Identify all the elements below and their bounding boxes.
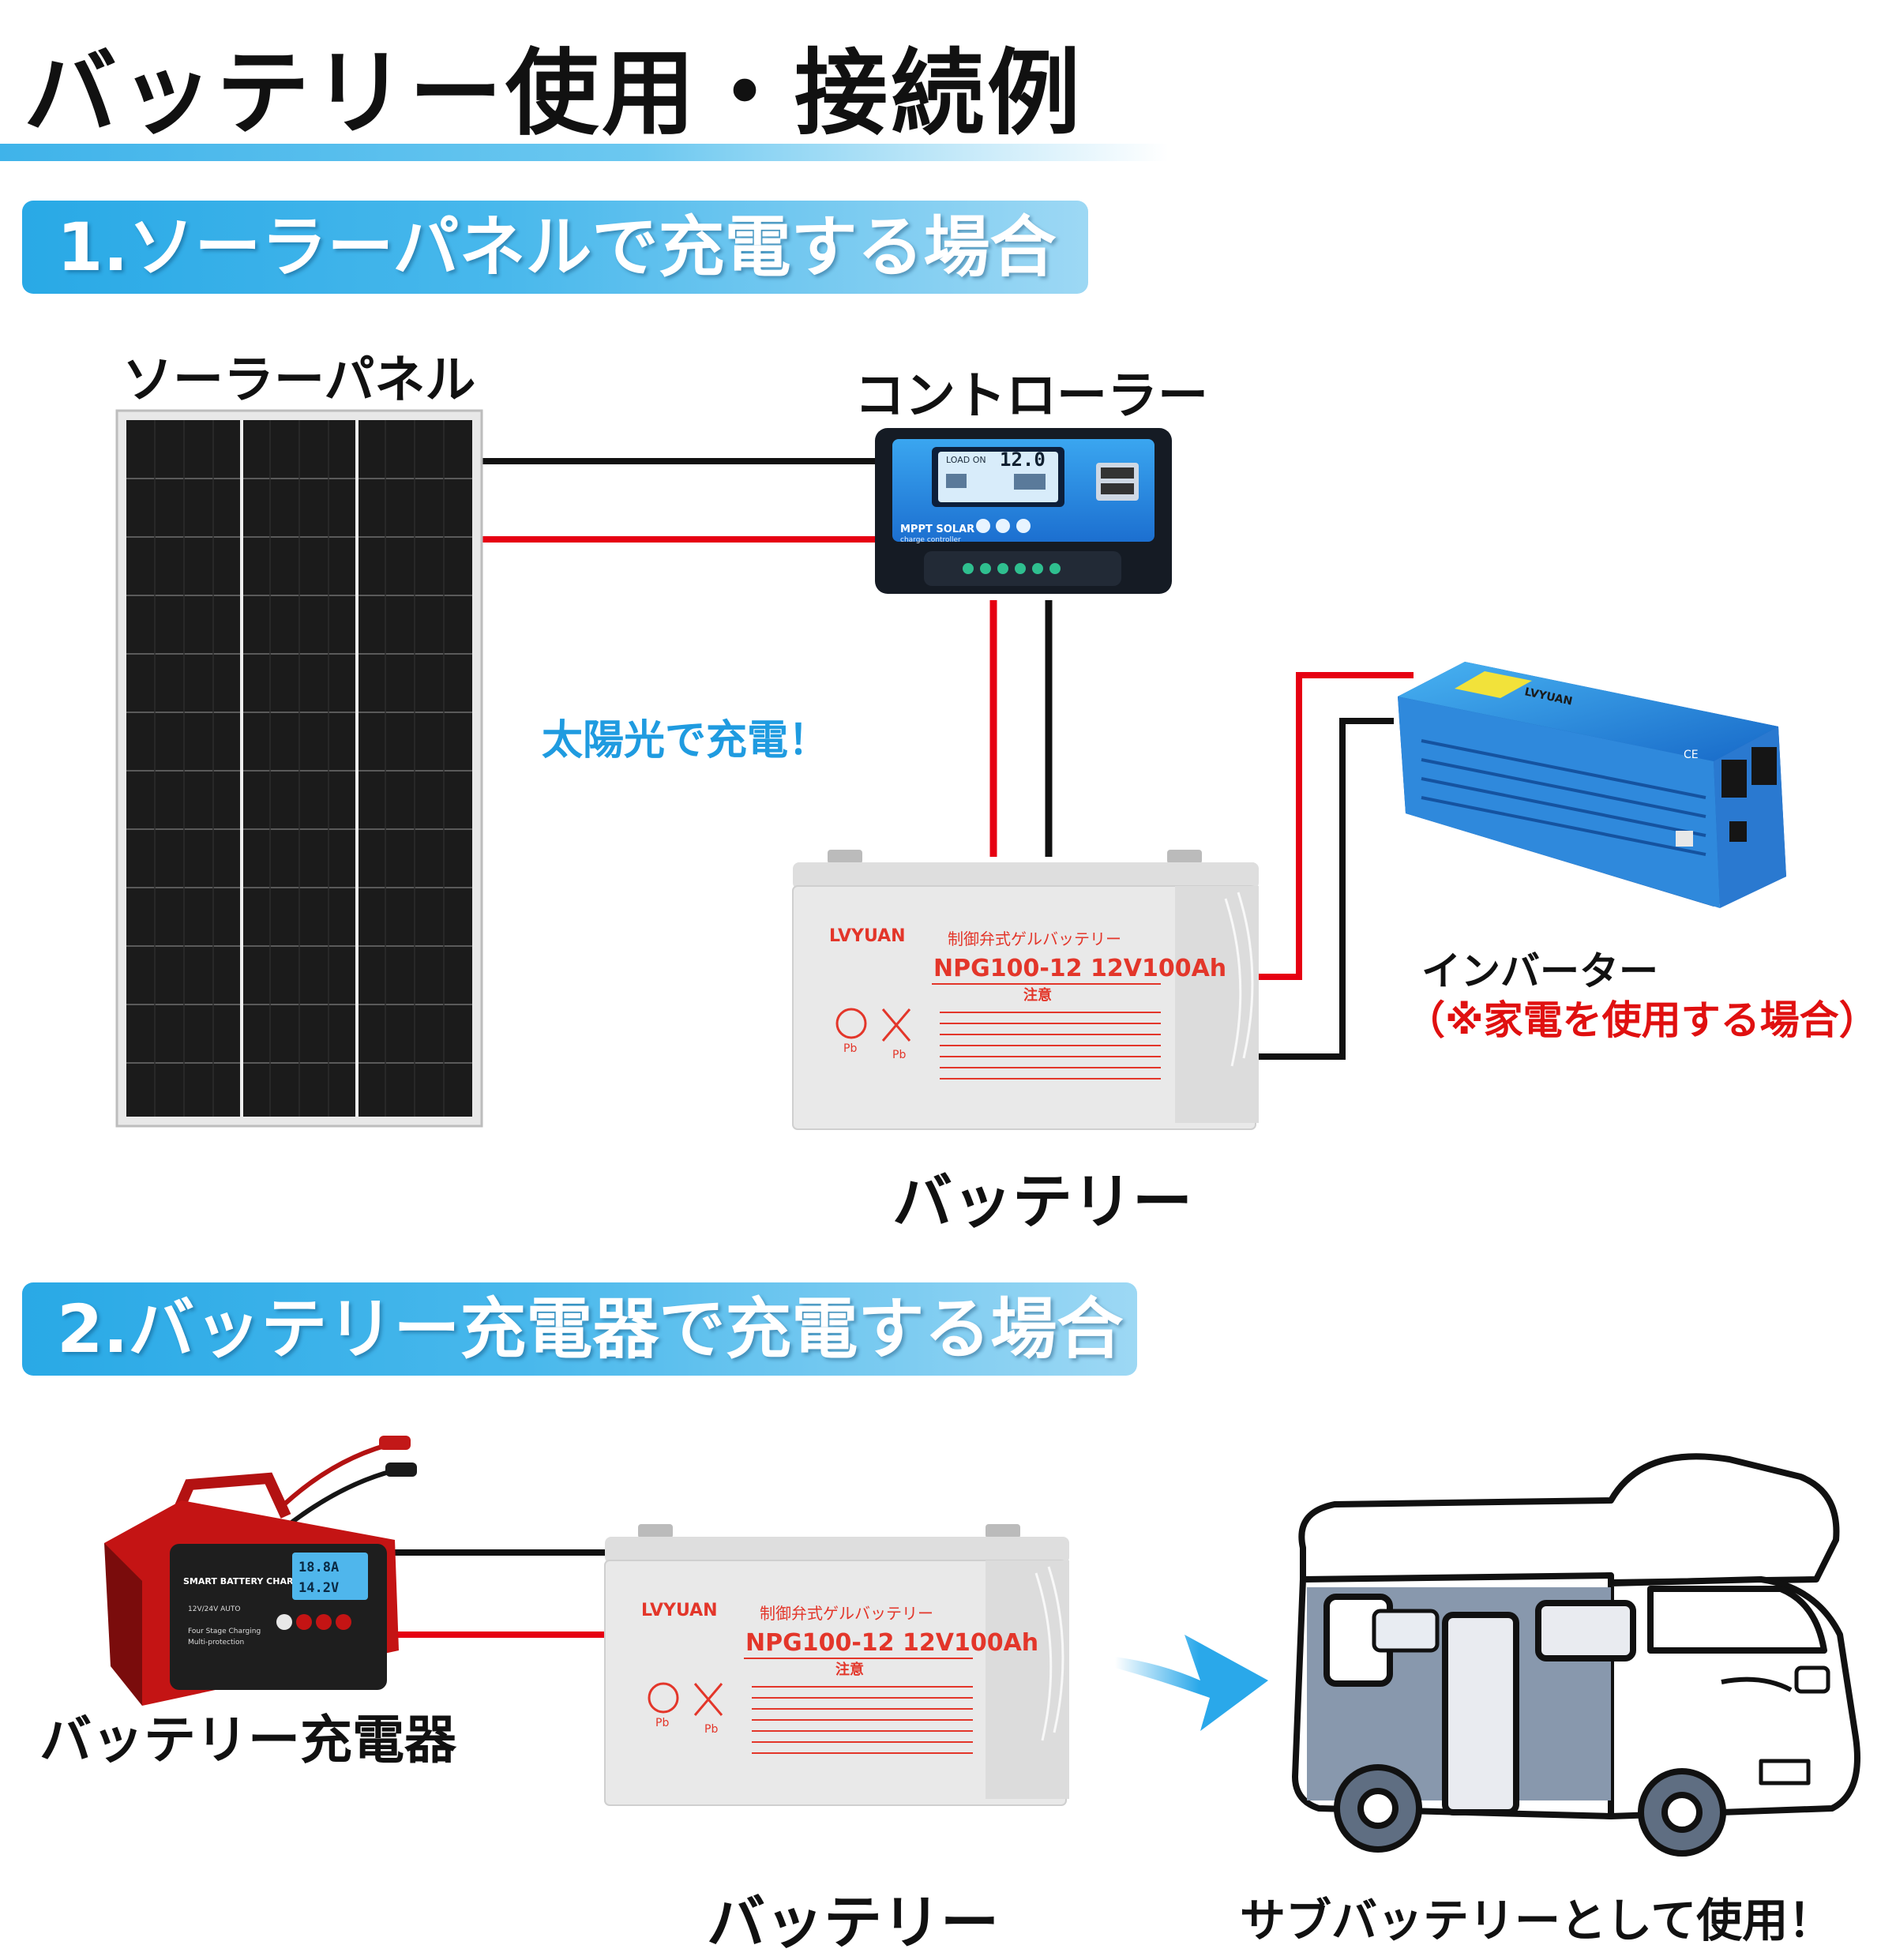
- charger-reading1: 18.8A: [298, 1560, 339, 1575]
- battery-2: LVYUAN 制御弁式ゲルバッテリー NPG100-12 12V100Ah 注意…: [605, 1524, 1069, 1805]
- arrow-right-icon: [1115, 1635, 1268, 1731]
- solar-panel: [117, 411, 482, 1126]
- battery1-pb-b: Pb: [892, 1049, 906, 1061]
- wire-battery-inverter-black: [1244, 721, 1394, 1057]
- charger-reading2: 14.2V: [298, 1580, 339, 1596]
- wires-section2: [379, 1553, 613, 1635]
- battery1-pb-a: Pb: [843, 1042, 857, 1055]
- battery1-model: NPG100-12 12V100Ah: [933, 955, 1226, 982]
- battery1-type: 制御弁式ゲルバッテリー: [948, 929, 1121, 948]
- battery-charger: SMART BATTERY CHARGER 18.8A 14.2V 12V/24…: [104, 1436, 417, 1706]
- inverter: LVYUAN CE: [1398, 662, 1786, 908]
- camper-van-icon: [1295, 1456, 1857, 1853]
- controller-load-on: LOAD ON: [946, 455, 986, 465]
- controller-brand: MPPT SOLAR: [900, 524, 974, 535]
- battery2-brand: LVYUAN: [641, 1601, 718, 1620]
- charge-controller: LOAD ON 12.0 MPPT SOLAR charge controlle…: [875, 428, 1172, 594]
- battery2-type: 制御弁式ゲルバッテリー: [760, 1604, 933, 1623]
- battery1-caution: 注意: [1023, 986, 1052, 1004]
- battery2-pb-b: Pb: [704, 1723, 718, 1736]
- charger-mode: 12V/24V AUTO: [188, 1605, 240, 1613]
- battery2-model: NPG100-12 12V100Ah: [745, 1629, 1038, 1657]
- battery1-brand: LVYUAN: [829, 926, 906, 946]
- charger-feature1: Four Stage Charging: [188, 1628, 261, 1635]
- inverter-ce: CE: [1684, 749, 1699, 761]
- controller-display: 12.0: [1000, 449, 1046, 471]
- charger-feature2: Multi-protection: [188, 1639, 244, 1646]
- controller-sub: charge controller: [900, 536, 961, 544]
- battery2-caution: 注意: [835, 1661, 864, 1678]
- battery2-pb-a: Pb: [655, 1717, 669, 1729]
- battery-1: LVYUAN 制御弁式ゲルバッテリー NPG100-12 12V100Ah 注意…: [793, 850, 1259, 1129]
